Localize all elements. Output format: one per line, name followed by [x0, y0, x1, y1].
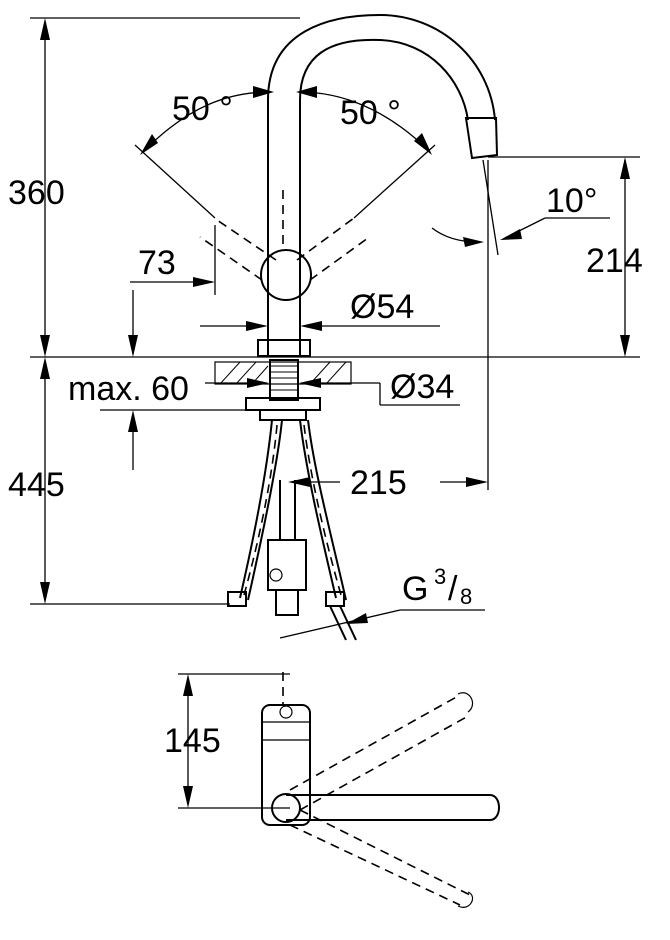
faucet-base	[257, 339, 311, 357]
mounting-nut	[245, 397, 321, 421]
lever-right-position	[296, 217, 369, 281]
label-spout-height: 214	[586, 242, 643, 280]
hose-weight	[267, 480, 307, 616]
label-max-thickness: max. 60	[68, 370, 189, 408]
label-below-length: 445	[8, 466, 65, 504]
label-thread-den: 8	[460, 584, 472, 609]
dimension-lines	[30, 17, 640, 639]
spout-aerator	[464, 117, 499, 160]
label-body-diameter: Ø54	[350, 288, 414, 326]
spout-arc	[267, 13, 496, 121]
countertop-section	[30, 356, 640, 421]
faucet-side-view	[199, 13, 499, 357]
faucet-body-tube	[267, 100, 301, 355]
label-angle-right: 50 °	[340, 94, 401, 132]
label-thread-g: G	[402, 570, 428, 608]
label-hole-diameter: Ø34	[390, 368, 454, 406]
supply-hoses	[227, 419, 357, 641]
label-top-offset: 145	[164, 722, 221, 760]
label-angle-left: 50 °	[172, 90, 233, 128]
top-view-spout	[286, 794, 500, 821]
lever-knob	[260, 249, 312, 301]
faucet-top-view	[178, 672, 500, 908]
lever-left-position	[199, 217, 277, 281]
label-reach: 215	[350, 464, 407, 502]
label-angle-spout: 10°	[546, 182, 597, 220]
label-height-overall: 360	[8, 174, 65, 212]
label-offset-73: 73	[138, 244, 176, 282]
countertop-hatching	[219, 361, 347, 385]
label-thread-num: 3	[434, 564, 446, 589]
threaded-shank	[269, 359, 299, 401]
label-thread-sep: /	[448, 570, 458, 608]
top-view-body	[261, 704, 311, 826]
